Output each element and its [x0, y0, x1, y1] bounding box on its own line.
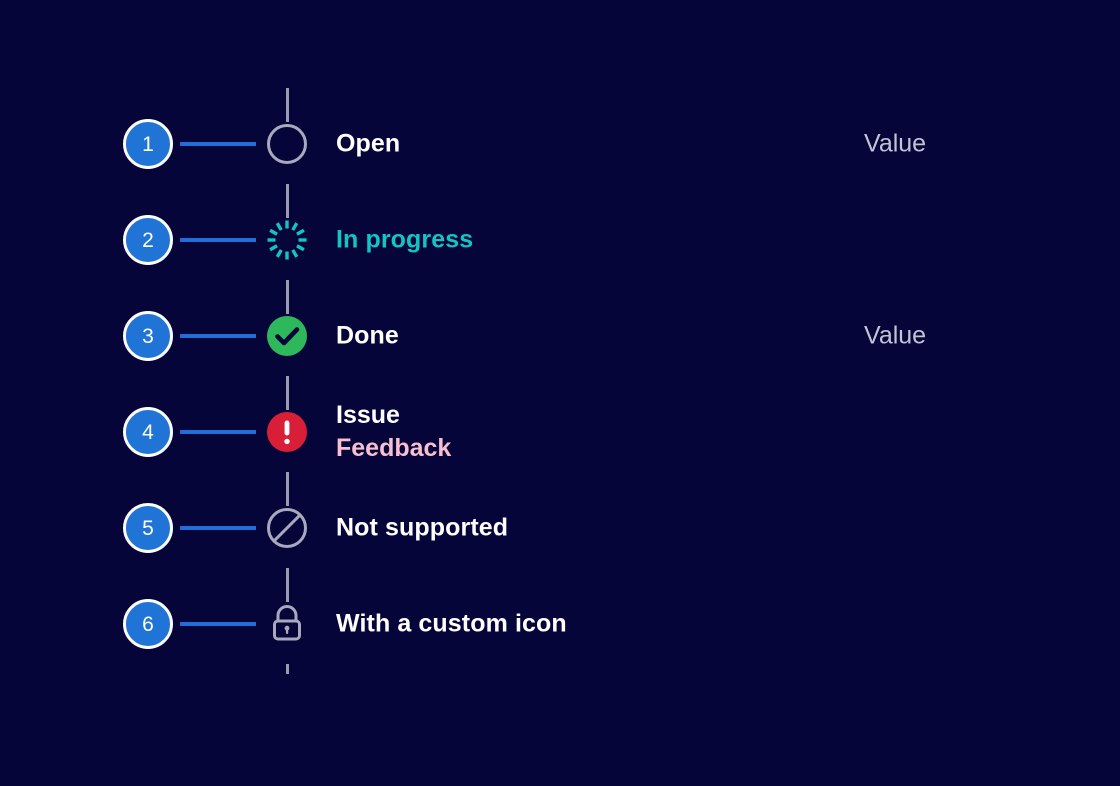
step-badge-2[interactable]: 2: [123, 215, 173, 265]
step-connector-2: [180, 238, 256, 242]
status-label-done: Done: [336, 321, 399, 350]
status-value-open: Value: [864, 129, 927, 158]
lock-icon: [261, 598, 313, 650]
status-label-issue: Issue: [336, 401, 400, 429]
spinner-icon: [261, 214, 313, 266]
status-value-done: Value: [864, 321, 927, 350]
step-connector-5: [180, 526, 256, 530]
timeline-row-custom-icon[interactable]: 6 With a custom icon: [0, 576, 1120, 672]
step-badge-number: 5: [142, 516, 154, 540]
timeline-row-in-progress[interactable]: 2 In progres: [0, 192, 1120, 288]
check-circle-icon: [261, 310, 313, 362]
status-label-open: Open: [336, 129, 401, 158]
step-badge-1[interactable]: 1: [123, 119, 173, 169]
step-badge-number: 3: [142, 324, 154, 348]
status-label-in-progress: In progress: [336, 225, 474, 254]
step-badge-4[interactable]: 4: [123, 407, 173, 457]
step-connector-6: [180, 622, 256, 626]
status-label-not-supported: Not supported: [336, 513, 509, 542]
status-label-stack-issue: Issue Feedback: [336, 400, 451, 464]
timeline-row-done[interactable]: 3 Done Value: [0, 288, 1120, 384]
timeline-row-not-supported[interactable]: 5 Not supported: [0, 480, 1120, 576]
timeline-row-open[interactable]: 1 Open Value: [0, 96, 1120, 192]
step-connector-4: [180, 430, 256, 434]
circle-outline-icon: [261, 118, 313, 170]
step-connector-1: [180, 142, 256, 146]
no-entry-icon: [261, 502, 313, 554]
step-badge-6[interactable]: 6: [123, 599, 173, 649]
step-badge-5[interactable]: 5: [123, 503, 173, 553]
step-badge-number: 4: [142, 420, 154, 444]
step-badge-number: 1: [142, 132, 154, 156]
step-badge-number: 2: [142, 228, 154, 252]
status-label-feedback: Feedback: [336, 434, 452, 462]
timeline-spine: [286, 88, 289, 674]
status-label-custom-icon: With a custom icon: [336, 609, 567, 638]
step-badge-3[interactable]: 3: [123, 311, 173, 361]
timeline-row-issue[interactable]: 4 Issue Feedback: [0, 384, 1120, 480]
step-badge-number: 6: [142, 612, 154, 636]
exclamation-circle-icon: [261, 406, 313, 458]
step-connector-3: [180, 334, 256, 338]
